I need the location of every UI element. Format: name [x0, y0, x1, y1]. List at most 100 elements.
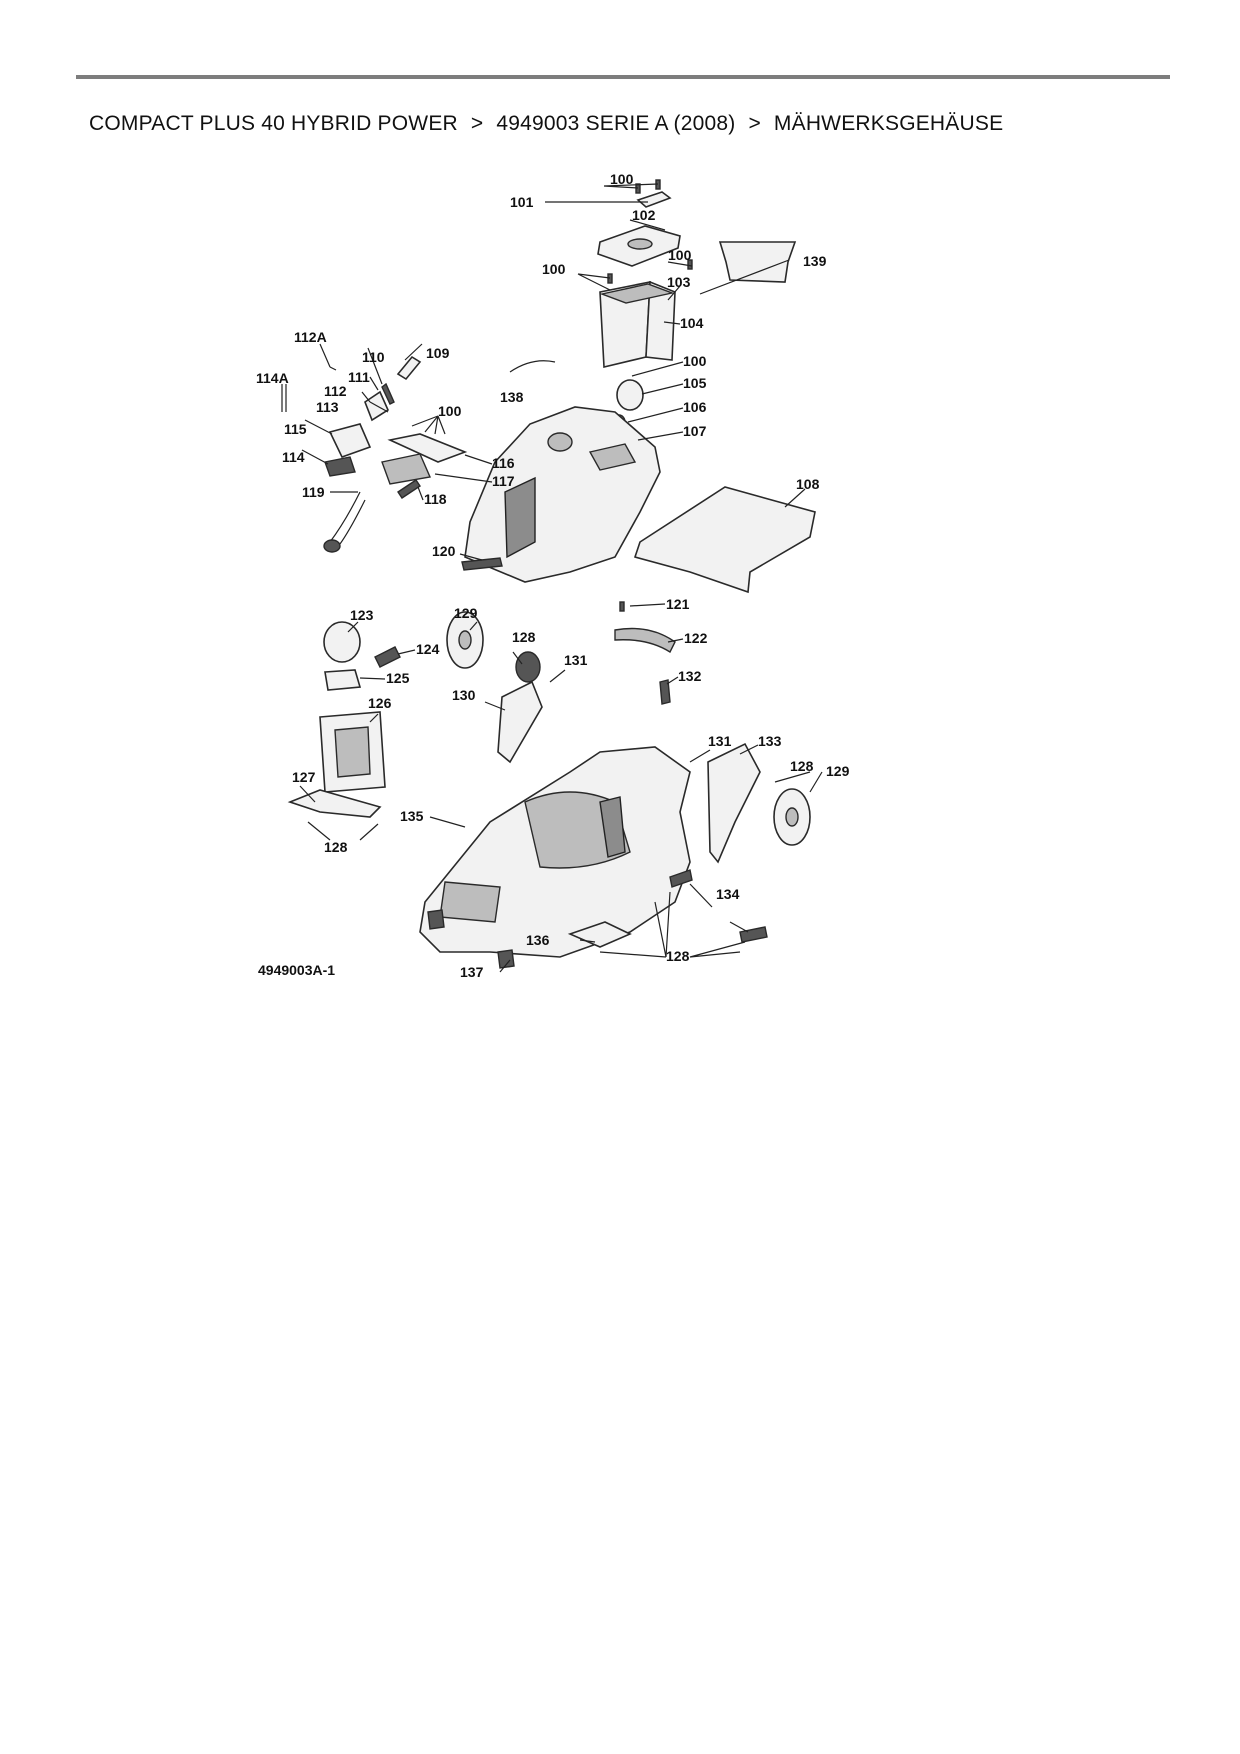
callout-103[interactable]: 103	[667, 274, 691, 290]
leader-lines	[281, 183, 823, 973]
callout-labels: 100 101 102 100 100 103 139 104 112A 110…	[256, 171, 850, 980]
part-107-cup	[547, 432, 573, 452]
breadcrumb-separator: >	[470, 112, 484, 135]
part-138-hose	[509, 360, 556, 373]
callout-128[interactable]: 128	[790, 758, 814, 774]
callout-116[interactable]: 116	[492, 455, 515, 471]
part-104-box-opening	[599, 283, 675, 304]
part-134-clip	[669, 869, 693, 888]
part-130-arm	[497, 680, 543, 764]
callout-133[interactable]: 133	[758, 733, 782, 749]
callout-138[interactable]: 138	[500, 389, 524, 405]
callout-100[interactable]: 100	[542, 261, 566, 277]
callout-101[interactable]: 101	[510, 194, 534, 210]
part-116-plate	[387, 433, 468, 463]
part-102-cover-hole	[627, 238, 653, 250]
callout-105[interactable]: 105	[683, 375, 707, 391]
callout-109[interactable]: 109	[426, 345, 450, 361]
callout-111[interactable]: 111	[348, 369, 370, 385]
callout-100[interactable]: 100	[668, 247, 692, 263]
breadcrumb-separator: >	[748, 112, 761, 135]
part-105-cap	[616, 379, 644, 411]
callout-119[interactable]: 119	[302, 484, 325, 500]
part-123-cap	[323, 621, 361, 663]
callout-124[interactable]: 124	[416, 641, 440, 657]
callout-136[interactable]: 136	[526, 932, 550, 948]
callout-113[interactable]: 113	[316, 399, 339, 415]
part-111-spring	[381, 382, 395, 405]
part-119-plug	[323, 539, 341, 553]
part-114-connector	[324, 456, 356, 477]
callout-130[interactable]: 130	[452, 687, 476, 703]
part-101-clip	[636, 191, 672, 208]
callout-139[interactable]: 139	[803, 253, 827, 269]
callout-125[interactable]: 125	[386, 670, 410, 686]
callout-134[interactable]: 134	[716, 886, 740, 902]
part-132-spring	[659, 679, 671, 705]
part-129-wheel-right-hub	[785, 807, 799, 827]
part-117-holder	[381, 453, 431, 485]
callout-129[interactable]: 129	[826, 763, 850, 779]
breadcrumb: COMPACT PLUS 40 HYBRID POWER >4949003 SER…	[89, 112, 1003, 136]
part-115-bracket	[328, 423, 372, 458]
callout-106[interactable]: 106	[683, 399, 707, 415]
figure-code: 4949003A-1	[258, 962, 335, 978]
callout-117[interactable]: 117	[492, 473, 515, 489]
part-107-vent-grille	[504, 476, 536, 559]
callout-128[interactable]: 128	[666, 948, 690, 964]
part-137-foot	[427, 909, 445, 930]
header-rule	[76, 75, 1170, 79]
callout-137[interactable]: 137	[460, 964, 484, 980]
callout-102[interactable]: 102	[632, 207, 656, 223]
callout-100[interactable]: 100	[683, 353, 707, 369]
part-120-pin	[461, 557, 503, 571]
part-126-filter-inner	[334, 726, 371, 778]
callout-120[interactable]: 120	[432, 543, 456, 559]
callout-132[interactable]: 132	[678, 668, 702, 684]
part-104-box-side	[645, 280, 676, 361]
callout-135[interactable]: 135	[400, 808, 424, 824]
part-108-flap	[633, 486, 816, 594]
part-135-deck-front	[439, 881, 501, 923]
breadcrumb-section: MÄHWERKSGEHÄUSE	[773, 112, 1004, 135]
callout-129[interactable]: 129	[454, 605, 478, 621]
callout-127[interactable]: 127	[292, 769, 316, 785]
breadcrumb-model[interactable]: COMPACT PLUS 40 HYBRID POWER	[89, 112, 458, 135]
breadcrumb-series[interactable]: 4949003 SERIE A (2008)	[496, 112, 736, 135]
callout-114[interactable]: 114	[282, 449, 305, 465]
part-136-guard	[567, 921, 632, 948]
part-107-battery-slot	[588, 443, 637, 471]
part-133-arm-right	[707, 742, 761, 864]
callout-128[interactable]: 128	[512, 629, 536, 645]
callout-108[interactable]: 108	[796, 476, 820, 492]
callout-115[interactable]: 115	[284, 421, 307, 437]
callout-126[interactable]: 126	[368, 695, 392, 711]
part-137-foot-lower	[497, 949, 515, 969]
exploded-parts-diagram: 100 101 102 100 100 103 139 104 112A 110…	[256, 171, 850, 980]
callout-107[interactable]: 107	[683, 423, 707, 439]
callout-114A[interactable]: 114A	[256, 370, 289, 386]
part-125-base	[324, 669, 362, 691]
callout-131[interactable]: 131	[564, 652, 588, 668]
part-121-screw	[619, 601, 625, 612]
part-109-key	[396, 355, 422, 381]
callout-122[interactable]: 122	[684, 630, 708, 646]
callout-121[interactable]: 121	[666, 596, 690, 612]
part-128-gear	[515, 651, 541, 683]
part-124-clip	[374, 646, 401, 668]
callout-112[interactable]: 112	[324, 383, 347, 399]
part-129-wheel-left-hub	[458, 630, 472, 650]
callout-123[interactable]: 123	[350, 607, 374, 623]
part-127-plate	[287, 789, 382, 818]
callout-100[interactable]: 100	[610, 171, 634, 187]
callout-100[interactable]: 100	[438, 403, 462, 419]
part-135-deck-vent	[599, 796, 626, 858]
part-139-tray	[718, 241, 797, 283]
callout-112A[interactable]: 112A	[294, 329, 327, 345]
callout-110[interactable]: 110	[362, 349, 385, 365]
callout-104[interactable]: 104	[680, 315, 704, 331]
callout-128[interactable]: 128	[324, 839, 348, 855]
callout-118[interactable]: 118	[424, 491, 447, 507]
part-118-fuse	[397, 479, 421, 499]
callout-131[interactable]: 131	[708, 733, 732, 749]
